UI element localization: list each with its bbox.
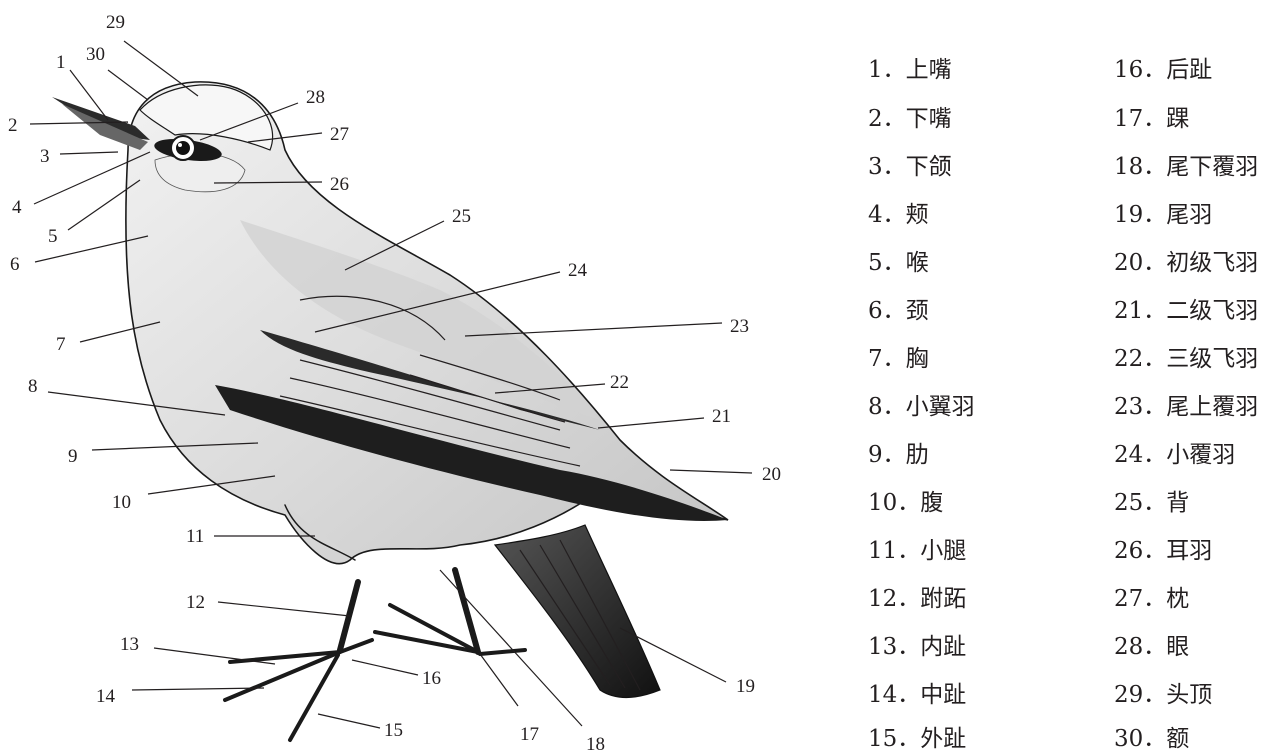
legend-item-15: 15．外趾: [868, 726, 967, 752]
callout-24: 24: [568, 260, 588, 281]
legend-item-10: 10．腹: [868, 490, 944, 516]
callout-3: 3: [40, 146, 50, 167]
callout-17: 17: [520, 724, 539, 745]
legend-item-8: 8．小翼羽: [868, 394, 975, 420]
legend-item-23: 23．尾上覆羽: [1114, 394, 1259, 420]
legend-item-22: 22．三级飞羽: [1114, 346, 1259, 372]
legend-item-28: 28．眼: [1114, 634, 1190, 660]
legend-item-18: 18．尾下覆羽: [1114, 154, 1259, 180]
legend-item-5: 5．喉: [868, 250, 929, 276]
legend-item-29: 29．头顶: [1114, 682, 1213, 708]
wing: [215, 295, 728, 521]
legend-item-11: 11．小腿: [868, 538, 967, 564]
callout-28: 28: [306, 87, 325, 108]
legend-item-19: 19．尾羽: [1114, 202, 1213, 228]
callout-26: 26: [330, 174, 349, 195]
legend-item-4: 4．颊: [868, 202, 929, 228]
callout-9: 9: [68, 446, 78, 467]
callout-13: 13: [120, 634, 139, 655]
legend-item-30: 30．额: [1114, 726, 1190, 752]
callout-7: 7: [56, 334, 66, 355]
callout-20: 20: [762, 464, 781, 485]
callout-30: 30: [86, 44, 105, 65]
legend-item-16: 16．后趾: [1114, 57, 1213, 83]
callout-11: 11: [186, 526, 204, 547]
callout-12: 12: [186, 592, 205, 613]
callout-14: 14: [96, 686, 116, 707]
upper-beak: [52, 97, 150, 140]
legend-item-24: 24．小覆羽: [1114, 442, 1236, 468]
leader-lines: [29, 40, 753, 729]
eye-highlight: [178, 143, 182, 147]
tail-feathers: [493, 524, 661, 699]
callout-5: 5: [48, 226, 58, 247]
legs-and-feet: [223, 504, 527, 742]
legend-item-13: 13．内趾: [868, 634, 967, 660]
legend-item-26: 26．耳羽: [1114, 538, 1213, 564]
callout-25: 25: [452, 206, 471, 227]
callout-16: 16: [422, 668, 441, 689]
legend-item-7: 7．胸: [868, 346, 929, 372]
callout-15: 15: [384, 720, 403, 741]
callout-2: 2: [8, 115, 18, 136]
legend-item-12: 12．跗跖: [868, 586, 967, 612]
bird-illustration: 1 2 3 4 5 6 7 8 9 10 11 12 13 14 15 16 1…: [8, 12, 781, 753]
callout-10: 10: [112, 492, 131, 513]
lower-beak: [62, 104, 148, 150]
legend-item-2: 2．下嘴: [868, 106, 952, 132]
legend-item-6: 6．颈: [868, 298, 929, 324]
callout-4: 4: [12, 197, 22, 218]
legend-item-25: 25．背: [1114, 490, 1190, 516]
legend-item-27: 27．枕: [1114, 586, 1190, 612]
legend-item-3: 3．下颌: [868, 154, 952, 180]
eye-pupil: [176, 141, 190, 155]
back-shading: [240, 220, 600, 420]
legend-item-1: 1．上嘴: [868, 57, 952, 83]
callout-23: 23: [730, 316, 749, 337]
legend-item-21: 21．二级飞羽: [1114, 298, 1259, 324]
callout-22: 22: [610, 372, 629, 393]
callout-1: 1: [56, 52, 66, 73]
legend-item-17: 17．踝: [1114, 106, 1190, 132]
callout-8: 8: [28, 376, 38, 397]
legend-item-14: 14．中趾: [868, 682, 967, 708]
callout-21: 21: [712, 406, 731, 427]
callout-6: 6: [10, 254, 20, 275]
legend-item-9: 9．肋: [868, 442, 929, 468]
callout-numbers: 1 2 3 4 5 6 7 8 9 10 11 12 13 14 15 16 1…: [8, 12, 781, 753]
legend-item-20: 20．初级飞羽: [1114, 250, 1259, 276]
callout-19: 19: [736, 676, 755, 697]
head-crown: [139, 84, 274, 151]
callout-29: 29: [106, 12, 125, 33]
callout-18: 18: [586, 734, 605, 753]
callout-27: 27: [330, 124, 349, 145]
